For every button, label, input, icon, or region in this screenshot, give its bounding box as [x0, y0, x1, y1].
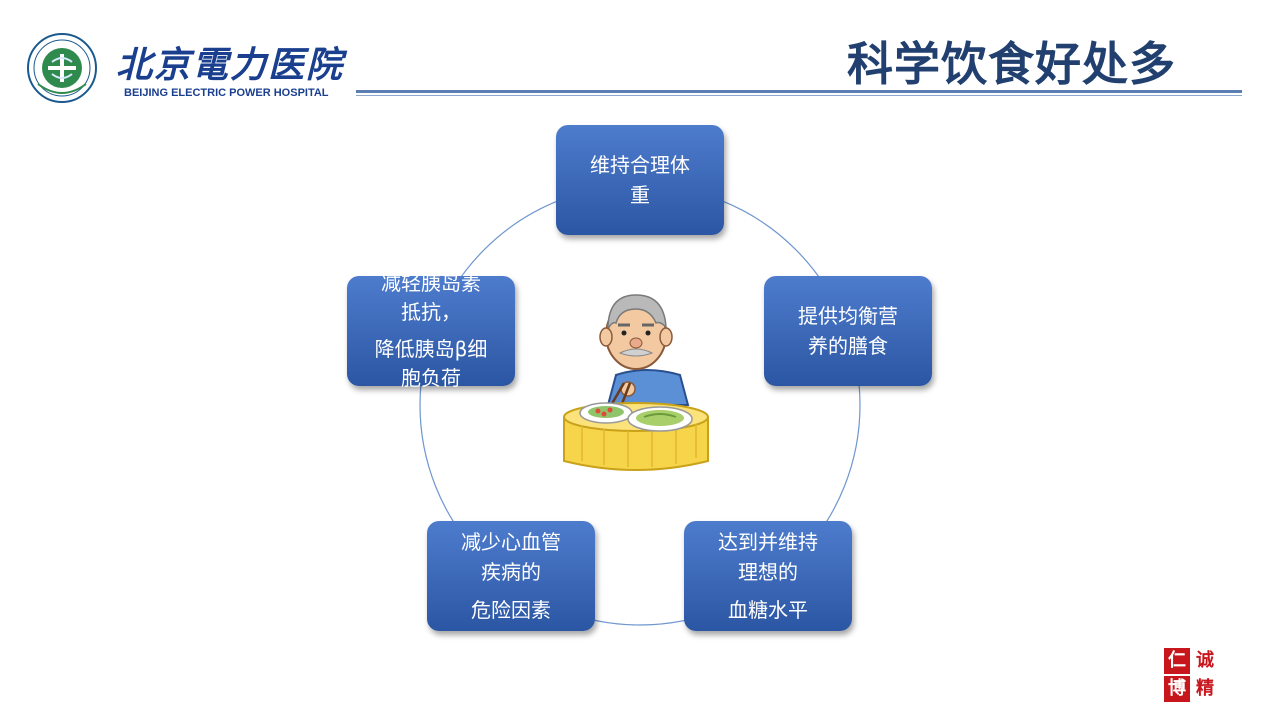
node-line: 抵抗， [401, 300, 461, 324]
seal-stamp: 诚 仁 精 博 [1164, 648, 1218, 702]
node-line: 疾病的 [481, 560, 541, 584]
node-line: 养的膳食 [808, 334, 888, 358]
node-line: 维持合理体 [590, 153, 690, 177]
node-line: 减少心血管 [461, 530, 561, 554]
node-line: 血糖水平 [728, 598, 808, 622]
benefit-node-weight: 维持合理体 重 [556, 125, 724, 235]
benefit-node-cardiovascular: 减少心血管 疾病的 危险因素 [427, 521, 595, 631]
seal-char: 精 [1196, 678, 1214, 699]
node-line: 理想的 [738, 560, 798, 584]
node-line: 重 [630, 183, 650, 207]
benefit-node-glucose: 达到并维持 理想的 血糖水平 [684, 521, 852, 631]
elderly-man-eating-icon [563, 294, 709, 471]
seal-char: 诚 [1196, 650, 1214, 671]
node-line: 危险因素 [471, 598, 551, 622]
header-rule-thin [356, 95, 1242, 96]
hospital-name-chinese: 北京電力医院 [116, 44, 345, 86]
node-line: 达到并维持 [718, 530, 818, 554]
seal-char: 仁 [1164, 648, 1190, 674]
hospital-name-english: BEIJING ELECTRIC POWER HOSPITAL [124, 87, 329, 99]
node-line: 减轻胰岛素 [381, 271, 481, 295]
node-line: 提供均衡营 [798, 304, 898, 328]
slide-title: 科学饮食好处多 [847, 37, 1176, 91]
header-rule [356, 90, 1242, 93]
seal-char: 博 [1164, 676, 1190, 702]
benefit-node-insulin: 减轻胰岛素 抵抗， 降低胰岛β细 胞负荷 [347, 271, 515, 390]
benefit-node-nutrition: 提供均衡营 养的膳食 [764, 276, 932, 386]
node-line: 胞负荷 [401, 366, 461, 390]
hospital-emblem-icon [27, 33, 97, 103]
node-line: 降低胰岛β细 [374, 337, 488, 361]
